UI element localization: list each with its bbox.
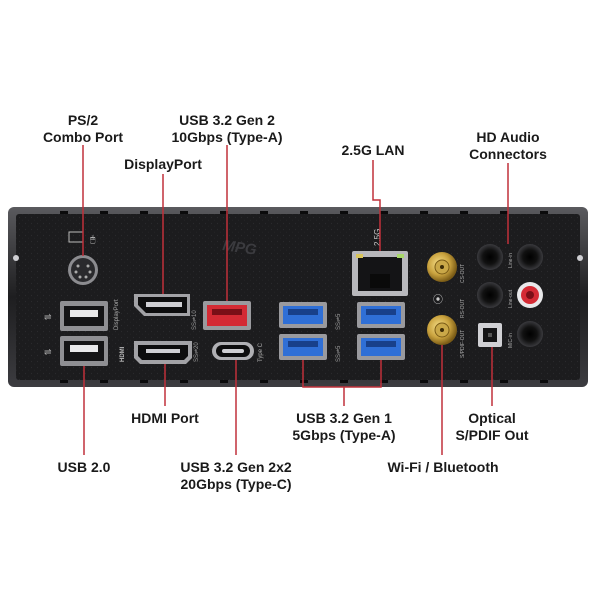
- hdmi-port-label: HDMI Port: [131, 410, 199, 426]
- usb-type-c-port: Type C SS⇌20: [193, 342, 264, 362]
- svg-text:SS⇌5: SS⇌5: [335, 313, 342, 330]
- ps2-port: 🖱: [68, 231, 98, 285]
- displayport-label: DisplayPort: [124, 156, 202, 172]
- wifi-icon: ⦿: [433, 294, 443, 306]
- usb32-gen1-ports: SS⇌5 SS⇌5: [279, 302, 405, 362]
- lan-port: 2.5G: [352, 229, 408, 296]
- svg-text:DisplayPort: DisplayPort: [114, 299, 120, 330]
- usb20-label: USB 2.0: [57, 459, 111, 475]
- svg-text:Line-out: Line-out: [508, 289, 514, 308]
- panel-frame: [8, 207, 588, 387]
- usb-icon: ⇌: [44, 347, 52, 357]
- svg-text:Line-in: Line-in: [508, 253, 514, 268]
- usb20-ports: ⇌ ⇌: [44, 301, 108, 366]
- mpg-logo: MPG: [221, 237, 258, 259]
- panel-body: [16, 214, 580, 380]
- usb-icon: ⇌: [44, 312, 52, 322]
- svg-text:S/PDIF-OUT: S/PDIF-OUT: [460, 330, 466, 358]
- svg-text:HDMI: HDMI: [120, 346, 126, 362]
- displayport-port: DisplayPort: [114, 294, 190, 330]
- usb32-gen2-port: SS⇌10: [191, 301, 251, 330]
- audio-jacks: CS-OUT RS-OUT S/PDIF-OUT Line-in Line-ou…: [460, 244, 543, 358]
- svg-text:RS-OUT: RS-OUT: [460, 299, 466, 318]
- mouse-icon: 🖱: [90, 234, 96, 244]
- svg-text:CS-OUT: CS-OUT: [460, 264, 466, 283]
- svg-text:2.5G: 2.5G: [373, 229, 382, 246]
- leader-lines: [82, 145, 509, 455]
- wifi-bluetooth-label: Wi-Fi / Bluetooth: [387, 459, 499, 475]
- wifi-antenna-connectors: ⦿: [427, 252, 457, 345]
- keyboard-icon: [68, 231, 84, 243]
- hdmi-port: HDMI: [120, 341, 192, 364]
- svg-text:MIC-in: MIC-in: [508, 333, 514, 348]
- svg-text:SS⇌10: SS⇌10: [191, 310, 198, 330]
- svg-text:Type C: Type C: [258, 342, 264, 362]
- svg-text:SS⇌20: SS⇌20: [193, 342, 200, 362]
- lan-label: 2.5G LAN: [341, 142, 405, 158]
- svg-text:SS⇌5: SS⇌5: [335, 345, 342, 362]
